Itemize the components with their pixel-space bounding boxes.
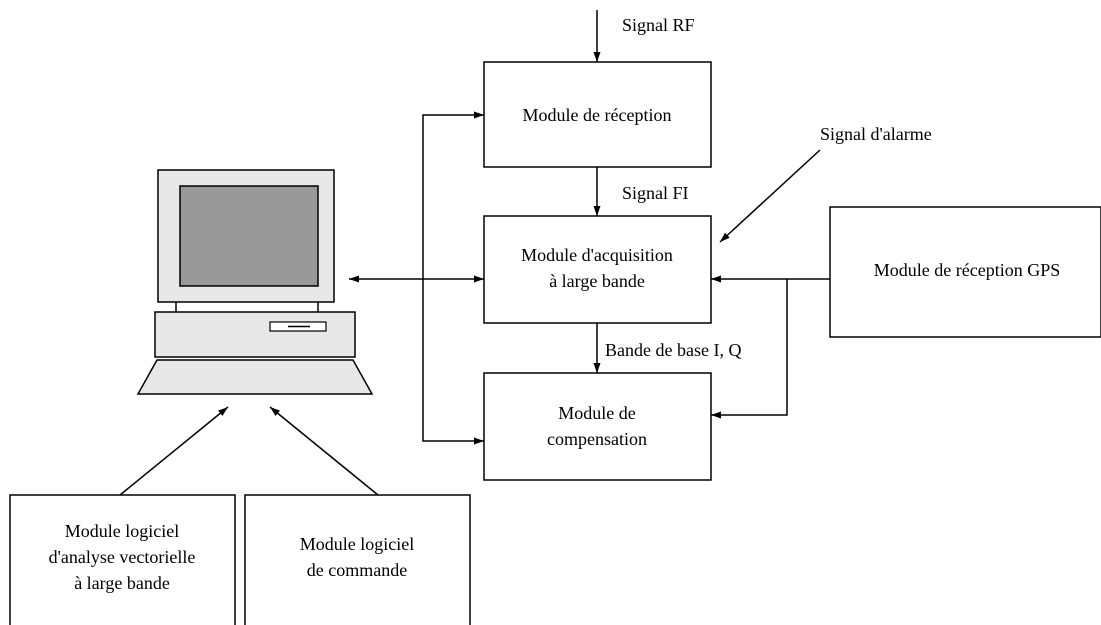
label-software-analysis-line3: à large bande: [74, 573, 170, 593]
monitor-screen: [179, 185, 319, 287]
arrow-gps-compensation: [711, 279, 788, 419]
bus-reception-compensation: [422, 111, 484, 445]
computer-icon: [136, 169, 374, 395]
label-gps: Module de réception GPS: [874, 260, 1060, 280]
arrow-analysis-computer: [119, 406, 229, 496]
label-signal-fi: Signal FI: [622, 183, 689, 203]
label-signal-rf: Signal RF: [622, 15, 695, 35]
label-compensation-line1: Module de: [558, 403, 635, 423]
box-software-analysis: [9, 494, 236, 625]
box-gps: [829, 206, 1101, 338]
label-software-command-line1: Module logiciel: [300, 534, 414, 554]
box-compensation: [483, 372, 712, 481]
box-reception: [483, 61, 712, 168]
label-compensation-line2: compensation: [547, 429, 647, 449]
label-software-analysis-line1: Module logiciel: [65, 521, 179, 541]
label-signal-alarm: Signal d'alarme: [820, 124, 932, 144]
arrow-command-computer: [269, 406, 379, 496]
box-software-command: [244, 494, 471, 625]
box-acquisition: [483, 215, 712, 324]
label-acquisition-line1: Module d'acquisition: [521, 245, 673, 265]
label-acquisition-line2: à large bande: [549, 271, 645, 291]
label-baseband: Bande de base I, Q: [605, 340, 741, 360]
arrow-alarm: [719, 149, 821, 243]
label-reception: Module de réception: [523, 105, 672, 125]
label-software-analysis-line2: d'analyse vectorielle: [49, 547, 196, 567]
computer-base-unit: [154, 311, 356, 358]
label-software-command-line2: de commande: [307, 560, 407, 580]
keyboard: [136, 359, 374, 395]
